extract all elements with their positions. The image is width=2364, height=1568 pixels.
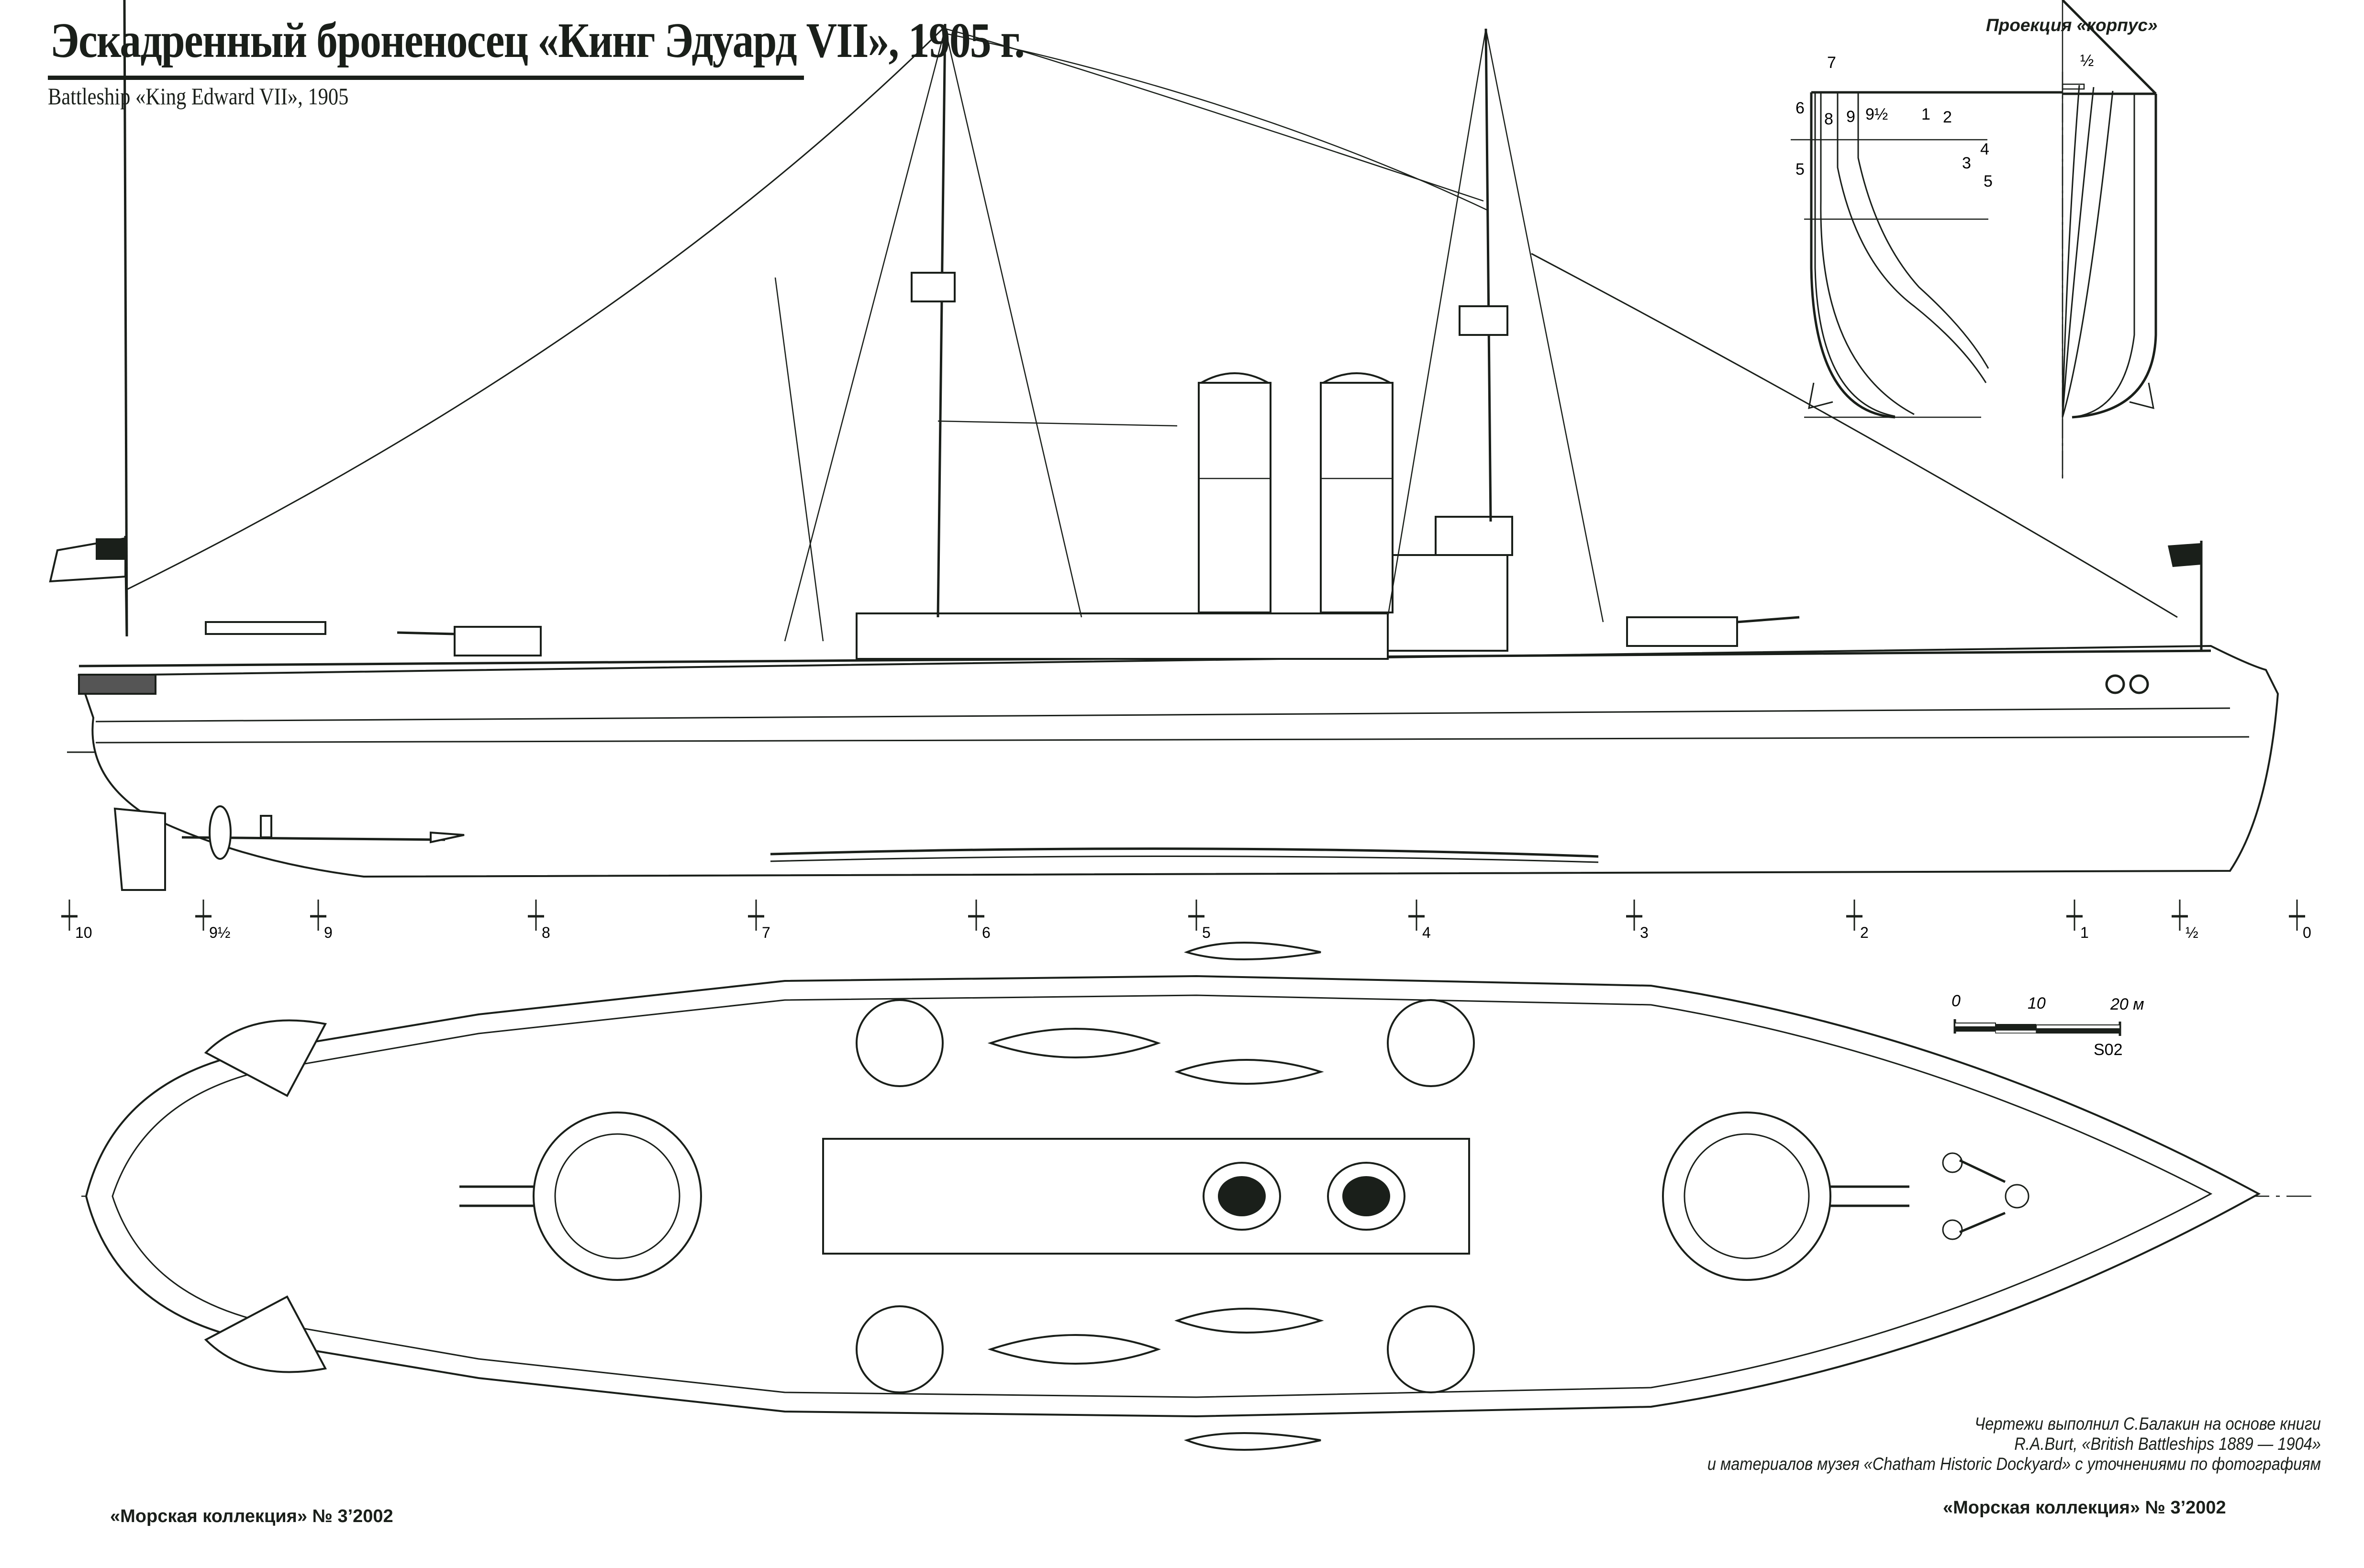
draftsman-signature: S02 <box>2094 1041 2123 1059</box>
side-profile-view <box>49 0 2279 891</box>
boat-mid-starboard <box>1183 1432 1321 1451</box>
funnel-aft <box>1198 382 1271 613</box>
fore-mast <box>1484 28 1492 522</box>
drawing-credits: Чертежи выполнил С.Балакин на основе кни… <box>1707 1414 2321 1474</box>
station-label-5-right: 5 <box>1984 172 1993 190</box>
forward-main-turret <box>1662 1112 1831 1281</box>
boat-mid-port <box>1183 942 1321 960</box>
station-label: 0 <box>2303 924 2311 941</box>
forward-main-gun <box>1737 616 1800 623</box>
station-2-curve <box>2062 90 2114 418</box>
station-3-curve <box>2072 94 2135 418</box>
anchor-2 <box>2129 674 2149 694</box>
station-label-6: 6 <box>1795 99 1805 117</box>
scale-label-0: 0 <box>1951 992 1961 1010</box>
station-label: 8 <box>542 924 550 941</box>
station-7-curve <box>1814 93 1896 417</box>
deck-boat-3 <box>1174 1059 1324 1085</box>
aft-turret <box>454 626 542 656</box>
deck-plan-view <box>81 942 2311 1451</box>
central-superstructure <box>856 612 1389 660</box>
stern-gallery <box>78 674 156 695</box>
main-top <box>911 272 956 302</box>
station-label: 9½ <box>209 924 230 941</box>
secondary-turret-aft-starboard <box>856 1305 944 1393</box>
station-label: 2 <box>1860 924 1869 941</box>
body-plan-title: Проекция «корпус» <box>1986 15 2158 35</box>
title-underline <box>48 76 804 80</box>
station-ticks: 10 9½ 9 8 7 6 5 4 3 2 1 ½ 0 <box>61 900 2311 941</box>
funnel-fore <box>1320 382 1394 613</box>
station-label: 10 <box>75 924 92 941</box>
scale-label-10: 10 <box>2028 994 2046 1012</box>
boat-aft-starboard <box>204 1295 327 1373</box>
credits-line-2: R.A.Burt, «British Battleships 1889 — 19… <box>2014 1434 2321 1454</box>
deck-boat-1 <box>987 1028 1161 1058</box>
footer-right-publication: «Морская коллекция» № 3’2002 <box>1943 1498 2226 1518</box>
station-9-curve <box>1837 93 1987 383</box>
station-label: 3 <box>1640 924 1649 941</box>
secondary-turret-fore-starboard <box>1387 1305 1475 1393</box>
station-label: 7 <box>762 924 770 941</box>
drawing-title-russian: Эскадренный броненосец «Кинг Эдуард VII»… <box>50 13 1025 68</box>
scale-label-20: 20 м <box>2110 995 2144 1013</box>
credits-line-3: и материалов музея «Chatham Historic Doc… <box>1707 1454 2321 1474</box>
station-6-curve <box>1810 92 1896 419</box>
station-label-4: 4 <box>1980 140 1989 158</box>
station-label: 4 <box>1422 924 1431 941</box>
capstan-center <box>2005 1184 2029 1209</box>
anchor-chain-port <box>1959 1159 2006 1183</box>
aerial-wire-aft <box>126 28 944 590</box>
station-label-2: 2 <box>1943 108 1952 126</box>
secondary-turret-aft-port <box>856 999 944 1087</box>
anchor-chain-starboard <box>1959 1212 2006 1234</box>
drawing-title-english: Battleship «King Edward VII», 1905 <box>48 83 349 110</box>
boat-aft-port <box>204 1019 327 1097</box>
aft-main-turret <box>533 1112 702 1281</box>
station-label: 9 <box>324 924 333 941</box>
station-label-9: 9 <box>1846 108 1855 126</box>
station-label-half: ½ <box>2080 52 2094 70</box>
station-label-7: 7 <box>1827 54 1836 72</box>
station-half-curve <box>2062 85 2080 418</box>
station-label: 6 <box>982 924 991 941</box>
bilge-keel <box>770 847 1599 858</box>
station-label-1: 1 <box>1921 105 1930 123</box>
main-mast <box>937 23 947 618</box>
station-1-curve <box>2062 87 2095 418</box>
secondary-turret-fore-port <box>1387 999 1475 1087</box>
station-8-curve <box>1820 93 1915 415</box>
anchor-1 <box>2105 674 2125 694</box>
rudder <box>113 807 166 891</box>
station-label: 5 <box>1202 924 1211 941</box>
station-label-8: 8 <box>1824 110 1833 128</box>
aft-main-gun <box>397 631 455 635</box>
station-label: ½ <box>2186 924 2198 941</box>
aerial-wire-fore <box>1531 253 2178 618</box>
station-label: 1 <box>2080 924 2089 941</box>
body-plan: 7 6 8 9 9½ 5 ½ 1 2 4 3 5 <box>1791 0 2157 478</box>
forward-bridge <box>1387 554 1508 652</box>
hull-profile <box>78 645 2279 878</box>
scale-bar: 0 10 20 м S02 <box>1951 992 2144 1059</box>
footer-left-publication: «Морская коллекция» № 3’2002 <box>110 1506 393 1526</box>
aft-boat <box>205 621 326 635</box>
station-label-5-left: 5 <box>1795 160 1805 178</box>
propeller <box>209 805 232 860</box>
credits-line-1: Чертежи выполнил С.Балакин на основе кни… <box>1974 1414 2321 1434</box>
union-jack-flag <box>2168 543 2201 567</box>
deck-boat-4 <box>1174 1308 1324 1334</box>
deck-boat-2 <box>987 1334 1161 1365</box>
station-4-5-curve <box>2072 94 2157 419</box>
fore-top <box>1459 305 1508 336</box>
station-9half-curve <box>1857 92 1989 369</box>
station-label-9half: 9½ <box>1865 105 1888 123</box>
forward-turret <box>1626 616 1738 647</box>
capstan-2 <box>1942 1219 1963 1240</box>
station-label-3: 3 <box>1962 154 1971 172</box>
